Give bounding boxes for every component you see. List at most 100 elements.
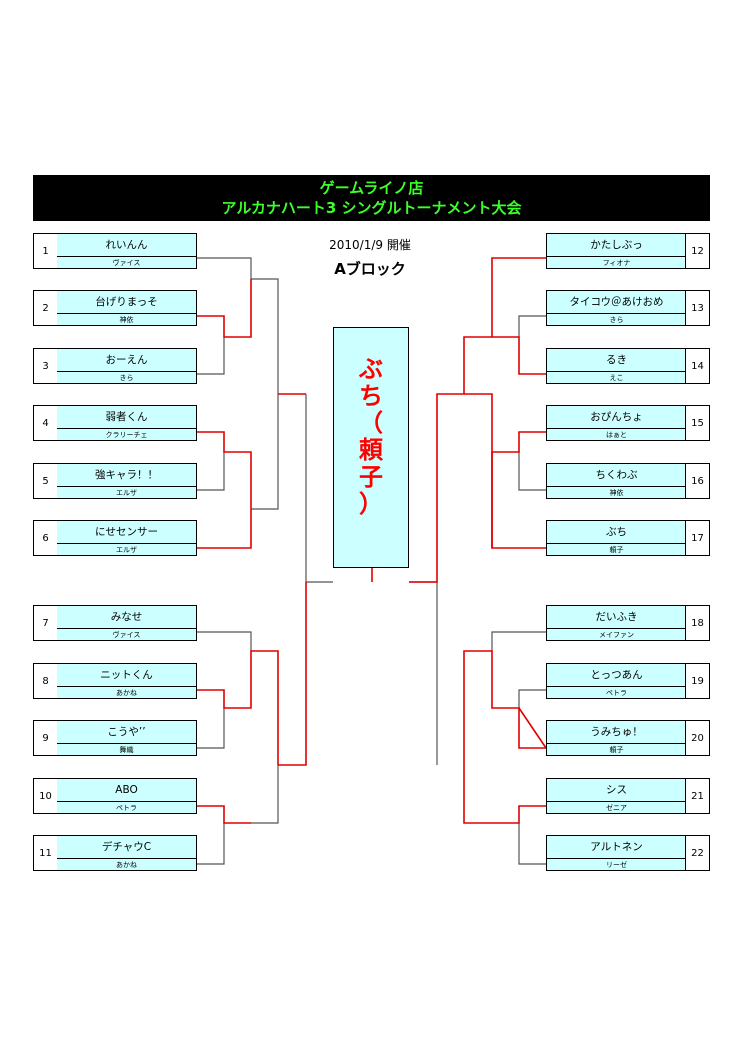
player-name: おーえん bbox=[57, 349, 196, 372]
player-entry: かたしぶっフィオナ 12 bbox=[546, 233, 710, 269]
player-entry: 10 ABO ペトラ bbox=[33, 778, 197, 814]
player-entry: 1 れいんんヴァイス bbox=[33, 233, 197, 269]
champion-char: ぶ bbox=[359, 355, 383, 383]
player-name: ABO bbox=[57, 779, 196, 802]
loss-lines bbox=[197, 257, 546, 865]
player-name: タイコウ＠あけおめ bbox=[547, 291, 686, 314]
player-entry: アルトネンリーゼ 22 bbox=[546, 835, 710, 871]
player-entry: 2 台げりまっそ神依 bbox=[33, 290, 197, 326]
title-banner: ゲームライノ店 アルカナハート3 シングルトーナメント大会 bbox=[33, 175, 710, 221]
player-character: リーゼ bbox=[606, 861, 627, 869]
event-date: 2010/1/9 開催 bbox=[329, 238, 411, 252]
seed-number: 22 bbox=[685, 836, 709, 870]
player-character: はぁと bbox=[606, 431, 627, 439]
player-entry: とっつあんペトラ 19 bbox=[546, 663, 710, 699]
player-entry: 4 弱者くんクラリーチェ bbox=[33, 405, 197, 441]
seed-number: 1 bbox=[34, 234, 58, 268]
player-character: ペトラ bbox=[116, 804, 137, 812]
player-name: 台げりまっそ bbox=[57, 291, 196, 314]
player-name: おぴんちょ bbox=[547, 406, 686, 429]
champion-char: 子 bbox=[359, 463, 383, 491]
seed-number: 16 bbox=[685, 464, 709, 498]
player-character: 神依 bbox=[609, 489, 624, 497]
player-entry: うみちゅ！ 頼子 20 bbox=[546, 720, 710, 756]
tournament-title: アルカナハート3 シングルトーナメント大会 bbox=[221, 199, 522, 217]
player-entry: シスゼニア 21 bbox=[546, 778, 710, 814]
block-label: Aブロック bbox=[334, 260, 406, 278]
seed-number: 9 bbox=[34, 721, 58, 755]
player-name: れいんん bbox=[57, 234, 196, 257]
seed-number: 7 bbox=[34, 606, 58, 640]
seed-number: 8 bbox=[34, 664, 58, 698]
player-entry: 9 こうや’’ 舞織 bbox=[33, 720, 197, 756]
seed-number: 5 bbox=[34, 464, 58, 498]
player-name: だいふき bbox=[547, 606, 686, 629]
seed-number: 20 bbox=[685, 721, 709, 755]
player-name: 弱者くん bbox=[57, 406, 196, 429]
player-entry: ぶち頼子 17 bbox=[546, 520, 710, 556]
player-name: かたしぶっ bbox=[547, 234, 686, 257]
player-character: ヴァイス bbox=[112, 259, 141, 267]
seed-number: 3 bbox=[34, 349, 58, 383]
player-name: にせセンサー bbox=[57, 521, 196, 544]
player-entry: おぴんちょはぁと 15 bbox=[546, 405, 710, 441]
seed-number: 4 bbox=[34, 406, 58, 440]
seed-number: 11 bbox=[34, 836, 58, 870]
player-entry: 7 みなせヴァイス bbox=[33, 605, 197, 641]
champion-char: ち bbox=[359, 382, 383, 410]
player-character: エルザ bbox=[116, 546, 137, 554]
seed-number: 10 bbox=[34, 779, 58, 813]
player-character: フィオナ bbox=[602, 259, 631, 267]
seed-number: 2 bbox=[34, 291, 58, 325]
player-name: こうや’’ bbox=[57, 721, 196, 744]
player-character: ヴァイス bbox=[112, 631, 141, 639]
player-name: みなせ bbox=[57, 606, 196, 629]
champion-box: ぶ ち （ 頼 子 ） bbox=[333, 327, 409, 568]
player-entry: るきえこ 14 bbox=[546, 348, 710, 384]
player-character: きら bbox=[119, 374, 134, 382]
seed-number: 12 bbox=[685, 234, 709, 268]
player-character: きら bbox=[609, 316, 624, 324]
champion-char: （ bbox=[359, 409, 383, 437]
player-entry: 6 にせセンサーエルザ bbox=[33, 520, 197, 556]
player-name: るき bbox=[547, 349, 686, 372]
player-character: メイファン bbox=[599, 631, 634, 639]
player-character: えこ bbox=[609, 374, 624, 382]
seed-number: 15 bbox=[685, 406, 709, 440]
seed-number: 6 bbox=[34, 521, 58, 555]
player-name: ぶち bbox=[547, 521, 686, 544]
shop-title: ゲームライノ店 bbox=[319, 179, 424, 197]
player-name: うみちゅ！ bbox=[547, 721, 686, 744]
player-name: ニットくん bbox=[57, 664, 196, 687]
player-character: ペトラ bbox=[606, 689, 627, 697]
player-character: あかね bbox=[116, 689, 137, 697]
player-entry: 5 強キャラ！！ エルザ bbox=[33, 463, 197, 499]
player-entry: タイコウ＠あけおめきら 13 bbox=[546, 290, 710, 326]
player-character: クラリーチェ bbox=[105, 431, 148, 439]
player-name: アルトネン bbox=[547, 836, 686, 859]
seed-number: 19 bbox=[685, 664, 709, 698]
player-name: シス bbox=[547, 779, 686, 802]
seed-number: 18 bbox=[685, 606, 709, 640]
seed-number: 13 bbox=[685, 291, 709, 325]
player-character: エルザ bbox=[116, 489, 137, 497]
player-name: とっつあん bbox=[547, 664, 686, 687]
player-character: 頼子 bbox=[609, 546, 624, 554]
player-character: ゼニア bbox=[606, 804, 627, 812]
player-character: 舞織 bbox=[119, 746, 134, 754]
player-entry: 3 おーえんきら bbox=[33, 348, 197, 384]
win-lines bbox=[197, 257, 547, 824]
player-entry: ちくわぶ神依 16 bbox=[546, 463, 710, 499]
player-character: 頼子 bbox=[609, 746, 624, 754]
champion-char: ） bbox=[359, 490, 383, 518]
champion-char: 頼 bbox=[359, 436, 383, 464]
player-name: ちくわぶ bbox=[547, 464, 686, 487]
seed-number: 14 bbox=[685, 349, 709, 383]
player-name: デチャウC bbox=[57, 836, 196, 859]
player-character: 神依 bbox=[119, 316, 134, 324]
player-entry: 8 ニットくんあかね bbox=[33, 663, 197, 699]
player-name: 強キャラ！！ bbox=[57, 464, 196, 487]
seed-number: 21 bbox=[685, 779, 709, 813]
